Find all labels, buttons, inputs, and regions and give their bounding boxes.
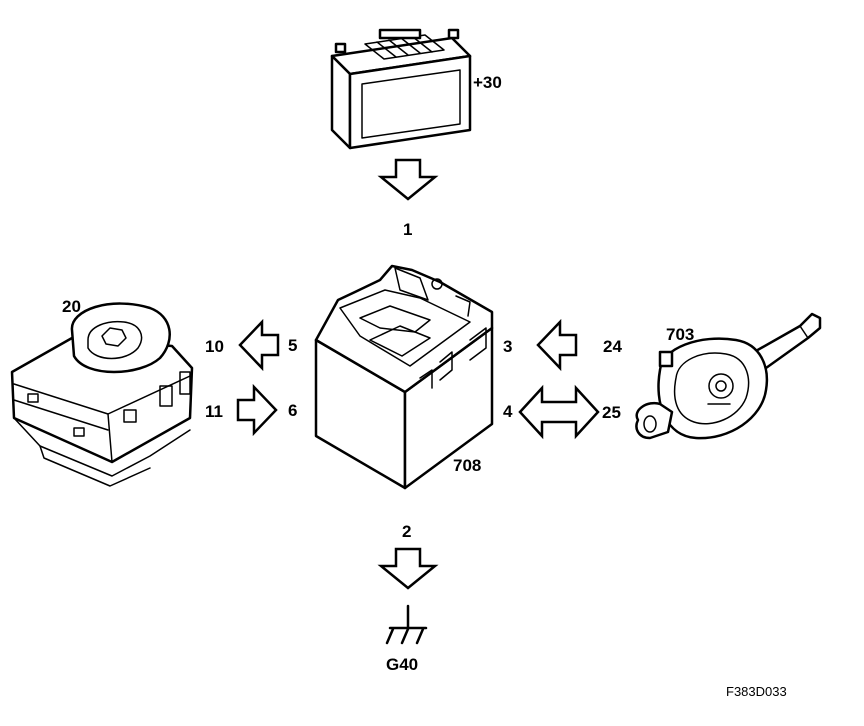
arrow-left-10 <box>238 318 280 372</box>
central-unit-number: 708 <box>453 456 481 475</box>
pin-2-label: 2 <box>402 522 411 541</box>
figure-code: F383D033 <box>726 684 787 699</box>
pin-24-label: 24 <box>603 337 622 356</box>
arrow-down-to-ground <box>377 547 439 590</box>
ignition-switch-illustration <box>10 302 194 487</box>
ignition-switch-number: 20 <box>62 297 81 316</box>
arrow-left-24 <box>536 318 578 372</box>
pin-6-label: 6 <box>288 401 297 420</box>
pin-25-label: 25 <box>602 403 621 422</box>
central-unit-illustration <box>314 264 494 490</box>
steering-module-number: 703 <box>666 325 694 344</box>
battery-illustration <box>330 28 472 150</box>
pin-3-label: 3 <box>503 337 512 356</box>
pin-10-label: 10 <box>205 337 224 356</box>
arrow-bidirectional-25 <box>518 384 600 440</box>
pin-11-label: 11 <box>205 402 223 421</box>
arrow-down-from-battery <box>377 158 439 201</box>
pin-4-label: 4 <box>503 402 513 421</box>
ground-symbol <box>385 604 428 645</box>
battery-terminal-label: +30 <box>473 73 502 92</box>
ground-label: G40 <box>386 655 418 674</box>
pin-1-label: 1 <box>403 220 412 239</box>
steering-module-illustration <box>635 312 822 440</box>
pin-5-label: 5 <box>288 336 297 355</box>
arrow-right-11 <box>236 383 278 437</box>
